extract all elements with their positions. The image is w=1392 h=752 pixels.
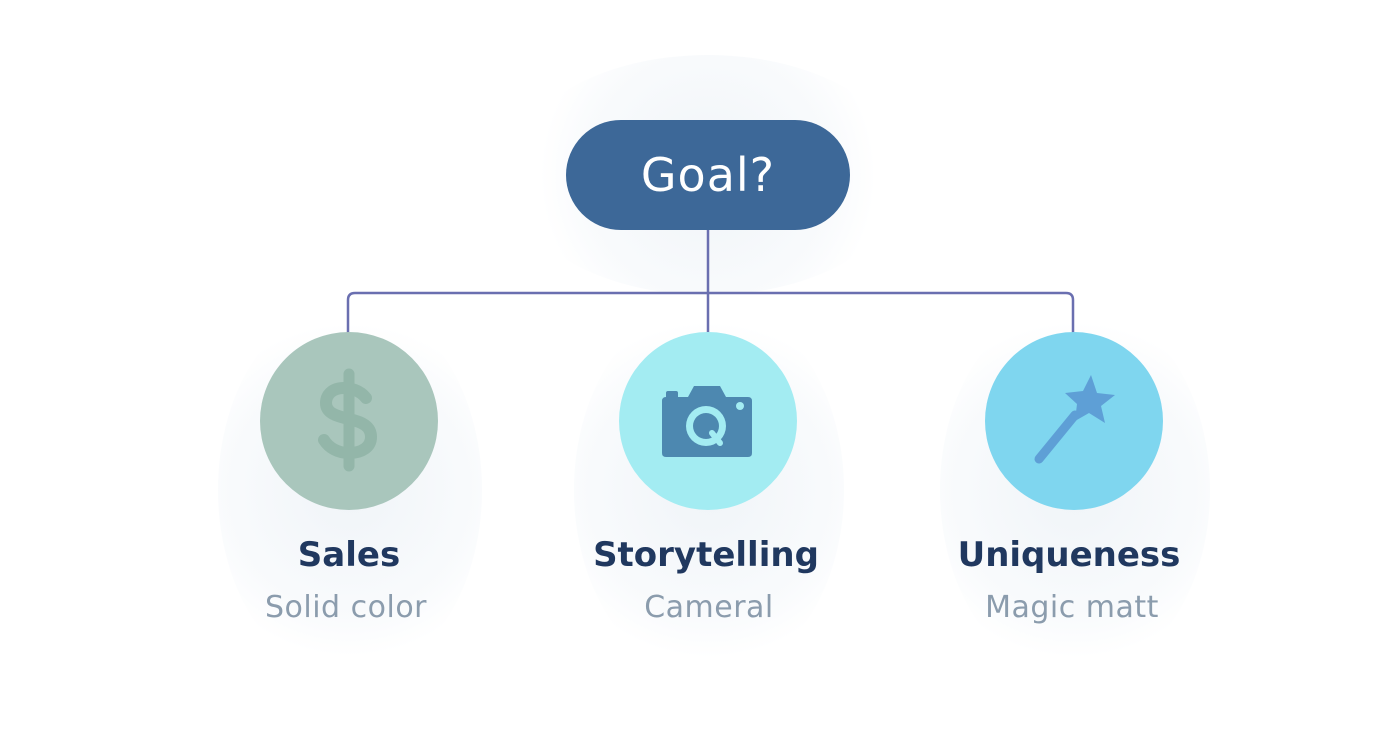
- tree-connector: [346, 230, 1075, 333]
- magic-wand-icon: [1034, 375, 1115, 464]
- dollar-sign-icon: [318, 368, 378, 472]
- storytelling-title: Storytelling: [593, 535, 819, 575]
- goal-label: Goal?: [640, 148, 776, 202]
- sales-subtitle: Solid color: [264, 590, 428, 625]
- sales-title: Sales: [297, 535, 401, 575]
- goal-node: Goal?: [566, 120, 850, 230]
- uniqueness-node: [985, 332, 1163, 510]
- storytelling-node: [619, 332, 797, 510]
- uniqueness-title: Uniqueness: [957, 535, 1181, 575]
- uniqueness-subtitle: Magic matt: [985, 590, 1159, 625]
- camera-icon: [662, 386, 752, 457]
- storytelling-subtitle: Cameral: [644, 590, 774, 625]
- sales-node: [260, 332, 438, 510]
